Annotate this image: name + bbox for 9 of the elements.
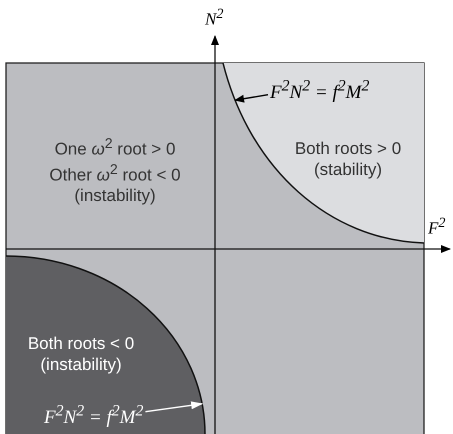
leader-line [234, 94, 268, 103]
leader-line [145, 401, 204, 412]
region-label: Both roots > 0 (stability) [294, 138, 402, 180]
axis-label: N$^{2}$ [205, 6, 224, 30]
equation-label: F$^{2}$N$^{2}$ = f$^{2}$M$^{2}$ [44, 407, 144, 428]
region-label: One ω$^{2}$ root > 0 Other ω$^{2}$ root < 0 (instability) [48, 135, 182, 206]
region-label: Both roots < 0 (instability) [26, 333, 136, 375]
equation-label: F$^{2}$N$^{2}$ = f$^{2}$M$^{2}$ [270, 82, 370, 104]
axis-label: F$^{2}$ [428, 215, 446, 239]
